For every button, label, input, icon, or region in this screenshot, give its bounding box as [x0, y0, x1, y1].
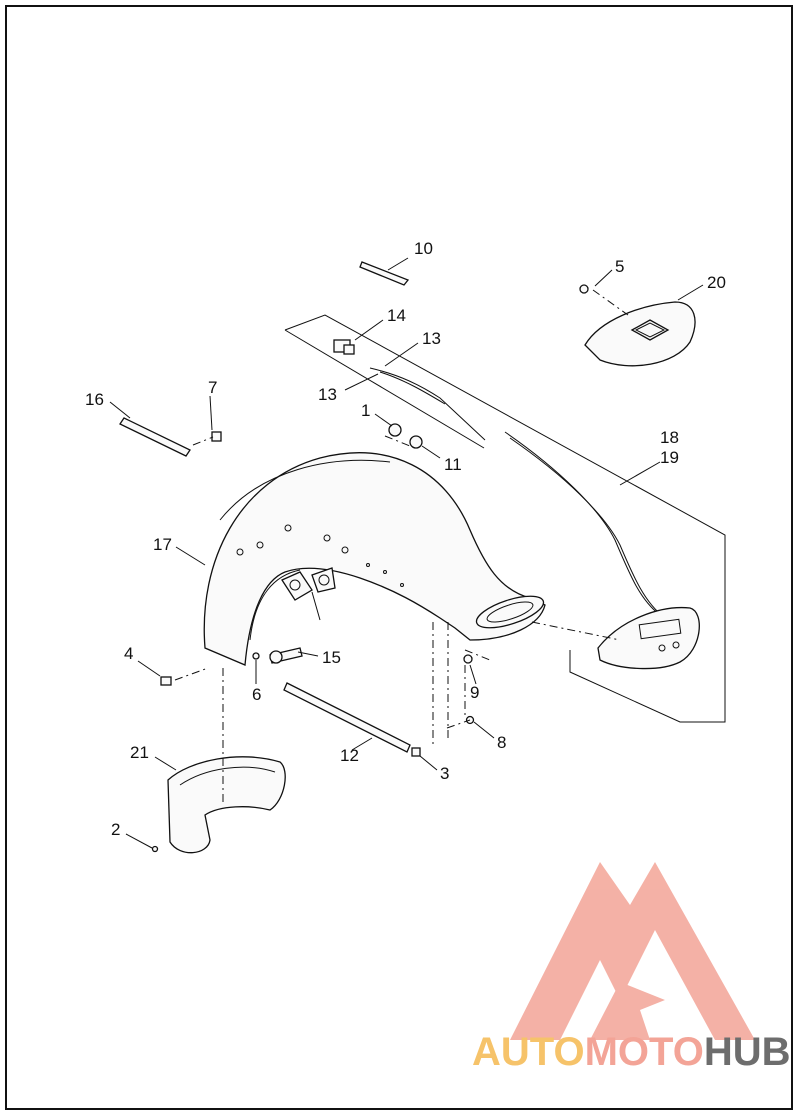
callout-9: 9: [470, 683, 479, 702]
leader-lines: [109, 257, 704, 849]
callout-11: 11: [444, 455, 462, 474]
callout-1: 1: [361, 401, 370, 420]
wire-harness: [369, 367, 666, 619]
callout-19: 19: [660, 448, 679, 467]
automotohub-logo-mark: [510, 862, 755, 1040]
assembly-paths: [174, 289, 629, 805]
callout-14: 14: [387, 306, 406, 325]
callout-17: 17: [153, 535, 172, 554]
part-4-screw: [160, 676, 172, 686]
part-2-screw: [151, 845, 159, 853]
callout-18: 18: [660, 428, 679, 447]
fender-assembly-outline: [284, 314, 726, 723]
rear-fender: [203, 452, 546, 666]
part-12-strip: [283, 682, 411, 753]
callout-4: 4: [124, 644, 133, 663]
fender-tip: [584, 301, 696, 367]
callout-10: 10: [414, 239, 433, 258]
callout-15: 15: [322, 648, 341, 667]
part-11-nut: [409, 435, 423, 449]
watermark-auto: AUTO: [472, 1030, 585, 1074]
callout-13-lower: 13: [318, 385, 337, 404]
callout-16: 16: [85, 390, 104, 409]
watermark-moto: MOTO: [585, 1030, 704, 1074]
part-16-strip: [119, 417, 191, 457]
watermark-text: AUTOMOTOHUB: [472, 1030, 791, 1074]
callout-7: 7: [208, 378, 217, 397]
callout-21: 21: [130, 743, 149, 762]
part-5-screw: [579, 284, 589, 294]
callout-3: 3: [440, 764, 449, 783]
part-21-bracket: [167, 756, 286, 854]
watermark-hub: HUB: [704, 1030, 791, 1074]
small-parts: [119, 261, 589, 854]
diagram-frame: [5, 5, 793, 1110]
callout-12: 12: [340, 746, 359, 765]
part-9-nut: [463, 654, 473, 664]
callout-6: 6: [252, 685, 261, 704]
callout-13-upper: 13: [422, 329, 441, 348]
part-1-nut: [388, 423, 402, 437]
part-10-clip: [359, 261, 410, 286]
tail-lamp-housing: [597, 606, 700, 670]
callout-20: 20: [707, 273, 726, 292]
callout-5: 5: [615, 257, 624, 276]
part-7-clip: [211, 431, 222, 442]
callout-8: 8: [497, 733, 506, 752]
part-6-washer: [252, 652, 260, 660]
part-3-screw: [411, 747, 421, 757]
callout-numbers: 10 5 20 14 13 13 16 7 1 11 18 19 17 4 15…: [85, 239, 726, 839]
callout-2: 2: [111, 820, 120, 839]
